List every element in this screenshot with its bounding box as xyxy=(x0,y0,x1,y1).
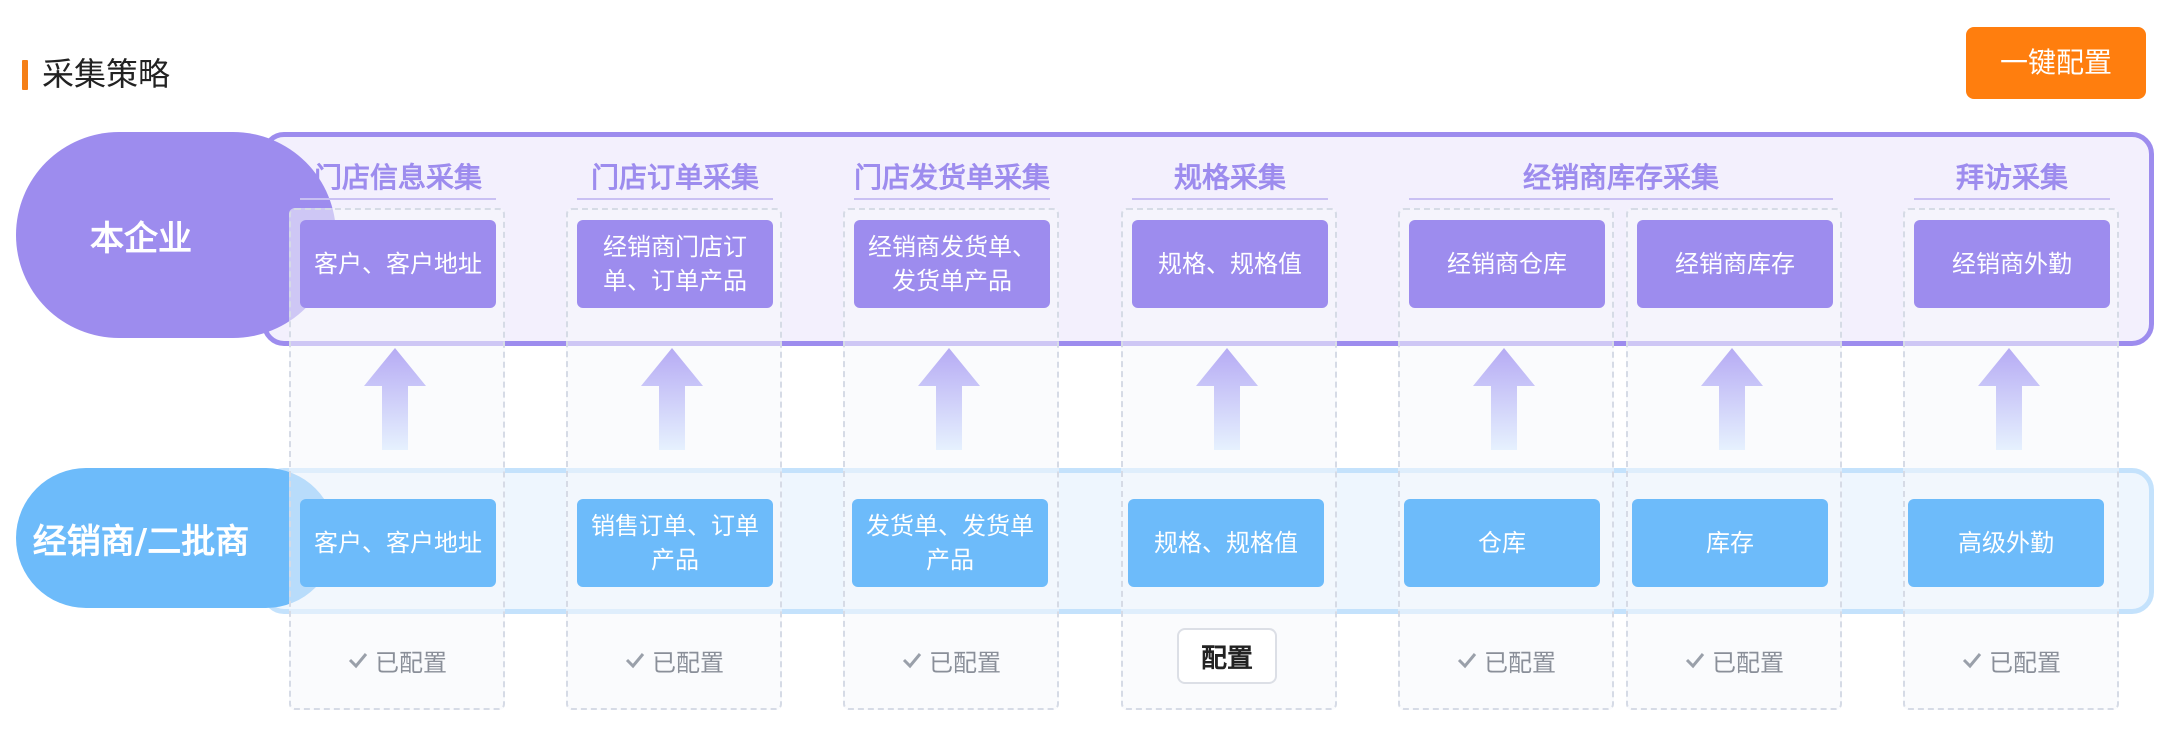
distributor-row-label: 经销商/二批商 xyxy=(32,521,250,562)
enterprise-data-box: 客户、客户地址 xyxy=(300,220,496,308)
check-icon xyxy=(625,653,645,669)
category-distributor-stock: 经销商库存采集 xyxy=(1522,161,1719,194)
category-underline xyxy=(854,198,1050,200)
arrow-up-icon xyxy=(1701,348,1763,450)
arrow-up-icon xyxy=(641,348,703,450)
check-icon xyxy=(902,653,922,669)
configured-status: 已配置 xyxy=(1626,640,1842,680)
status-text: 已配置 xyxy=(375,648,447,677)
category-underline xyxy=(1914,198,2110,200)
config-button[interactable]: 配置 xyxy=(1177,628,1277,684)
check-icon xyxy=(1457,653,1477,669)
enterprise-data-box: 经销商库存 xyxy=(1637,220,1833,308)
enterprise-data-box: 经销商仓库 xyxy=(1409,220,1605,308)
enterprise-data-box: 经销商门店订单、订单产品 xyxy=(577,220,773,308)
arrow-up-icon xyxy=(364,348,426,450)
configured-status: 已配置 xyxy=(1398,640,1614,680)
configured-status: 已配置 xyxy=(289,640,505,680)
configured-status: 已配置 xyxy=(843,640,1059,680)
check-icon xyxy=(1962,653,1982,669)
enterprise-data-box: 经销商发货单、发货单产品 xyxy=(854,220,1050,308)
category-spec: 规格采集 xyxy=(1173,161,1286,194)
status-text: 已配置 xyxy=(1484,648,1556,677)
status-text: 已配置 xyxy=(652,648,724,677)
category-underline xyxy=(1132,198,1328,200)
enterprise-row-label: 本企业 xyxy=(90,218,192,259)
configured-status: 已配置 xyxy=(1903,640,2119,680)
enterprise-row-pill xyxy=(16,132,336,338)
category-store-delivery: 门店发货单采集 xyxy=(853,161,1050,194)
category-store-order: 门店订单采集 xyxy=(590,161,759,194)
enterprise-data-box: 经销商外勤 xyxy=(1914,220,2110,308)
category-underline xyxy=(577,198,773,200)
page-title: 采集策略 xyxy=(42,55,171,93)
category-visit: 拜访采集 xyxy=(1955,161,2068,194)
distributor-data-box: 库存 xyxy=(1632,499,1828,587)
arrow-up-icon xyxy=(1978,348,2040,450)
category-store-info: 门店信息采集 xyxy=(313,161,482,194)
arrow-up-icon xyxy=(1196,348,1258,450)
arrow-up-icon xyxy=(1473,348,1535,450)
category-underline xyxy=(300,198,496,200)
one-key-config-button[interactable]: 一键配置 xyxy=(1966,27,2146,99)
check-icon xyxy=(1685,653,1705,669)
distributor-row-pill xyxy=(16,468,336,608)
status-text: 已配置 xyxy=(929,648,1001,677)
distributor-data-box: 高级外勤 xyxy=(1908,499,2104,587)
distributor-data-box: 规格、规格值 xyxy=(1128,499,1324,587)
check-icon xyxy=(348,653,368,669)
status-text: 已配置 xyxy=(1712,648,1784,677)
distributor-data-box: 客户、客户地址 xyxy=(300,499,496,587)
arrow-up-icon xyxy=(918,348,980,450)
distributor-data-box: 销售订单、订单产品 xyxy=(577,499,773,587)
category-underline xyxy=(1409,198,1833,200)
title-accent-bar xyxy=(22,60,28,90)
distributor-data-box: 发货单、发货单产品 xyxy=(852,499,1048,587)
distributor-data-box: 仓库 xyxy=(1404,499,1600,587)
configured-status: 已配置 xyxy=(566,640,782,680)
enterprise-data-box: 规格、规格值 xyxy=(1132,220,1328,308)
status-text: 已配置 xyxy=(1989,648,2061,677)
